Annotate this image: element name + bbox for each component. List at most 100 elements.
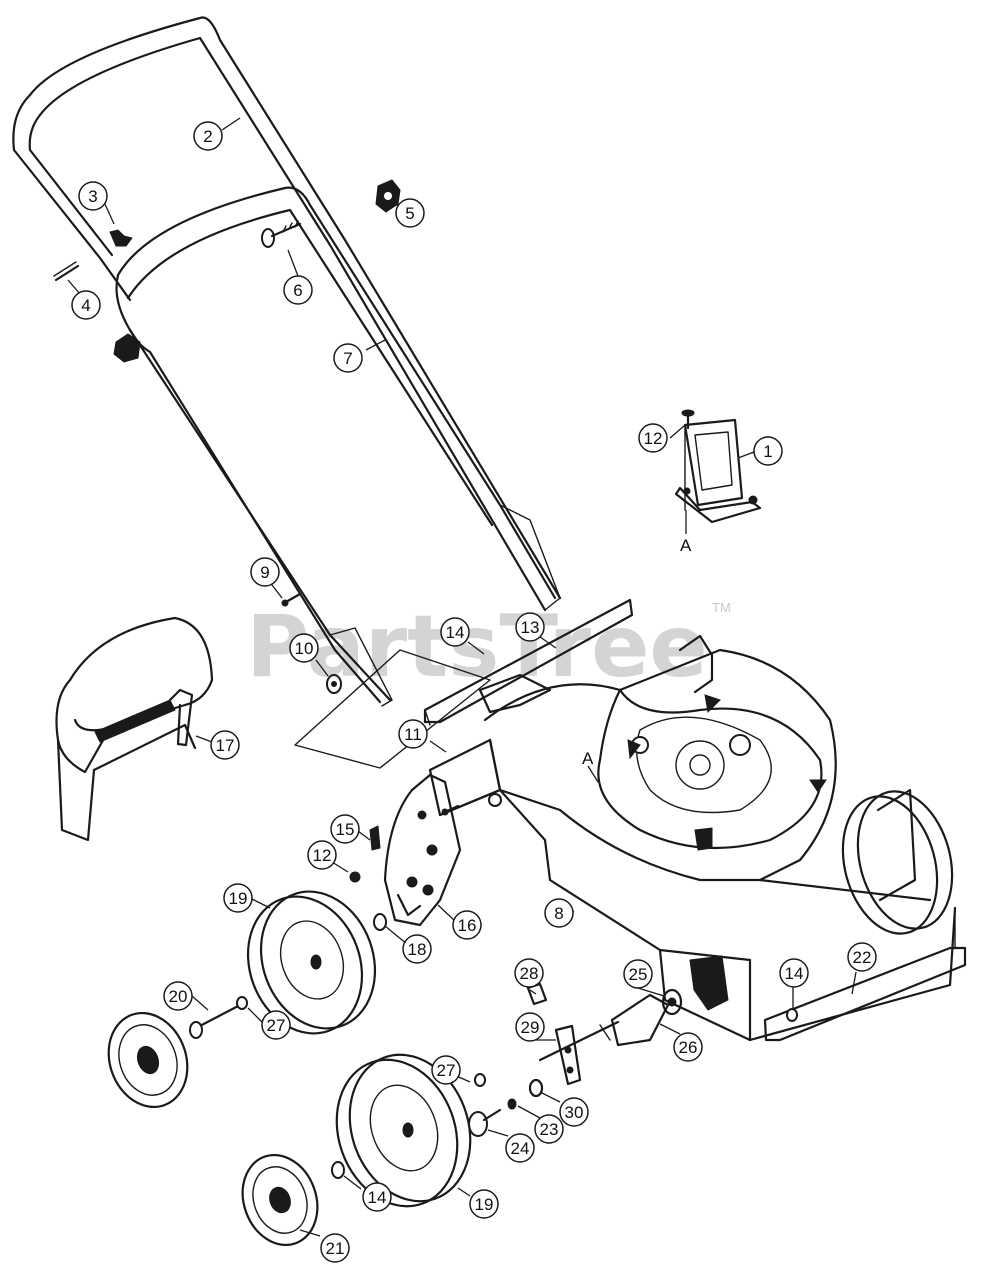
reference-letter-bracket: A bbox=[680, 536, 692, 555]
callout-14: 14 bbox=[440, 617, 470, 647]
callout-21-label: 21 bbox=[326, 1239, 345, 1258]
handle-knob-icon bbox=[375, 179, 401, 213]
watermark-trademark: TM bbox=[712, 600, 731, 615]
callout-26-label: 26 bbox=[679, 1038, 698, 1057]
callout-17-label: 17 bbox=[216, 736, 235, 755]
height-adjuster-icon bbox=[383, 773, 462, 927]
callout-20: 20 bbox=[163, 981, 193, 1011]
callout-24: 24 bbox=[505, 1133, 535, 1163]
callout-9-label: 9 bbox=[260, 563, 269, 582]
callout-2: 2 bbox=[193, 121, 223, 151]
rear-bar-icon bbox=[763, 907, 967, 1042]
callout-21: 21 bbox=[320, 1233, 350, 1263]
reference-letter-deck: A bbox=[582, 749, 594, 768]
hub-cap-icon bbox=[107, 1011, 189, 1109]
carriage-bolt-icon bbox=[261, 220, 302, 248]
callout-17: 17 bbox=[210, 730, 240, 760]
callout-15: 15 bbox=[330, 814, 360, 844]
hairpin-icon bbox=[53, 261, 80, 282]
callout-1-label: 1 bbox=[763, 442, 772, 461]
callout-14-label: 14 bbox=[785, 964, 804, 983]
front-hub-cap-icon bbox=[241, 1153, 319, 1247]
callout-24-label: 24 bbox=[511, 1139, 530, 1158]
callout-27-label: 27 bbox=[267, 1016, 286, 1035]
callout-16: 16 bbox=[452, 910, 482, 940]
callout-28-label: 28 bbox=[520, 964, 539, 983]
assembly-outline bbox=[294, 649, 491, 769]
side-knob-icon bbox=[113, 333, 141, 363]
callout-19-label: 19 bbox=[229, 889, 248, 908]
callout-30: 30 bbox=[559, 1097, 589, 1127]
lever-nut-icon bbox=[507, 1098, 517, 1110]
wing-nut-icon bbox=[109, 229, 133, 247]
upper-handle bbox=[12, 16, 562, 612]
front-wheel-icon bbox=[335, 1053, 472, 1208]
callout-7: 7 bbox=[333, 343, 363, 373]
callout-27: 27 bbox=[431, 1055, 461, 1085]
axle-bracket-icon bbox=[538, 993, 670, 1062]
callout-7-label: 7 bbox=[343, 349, 352, 368]
callout-9: 9 bbox=[250, 557, 280, 587]
callout-14-label: 14 bbox=[446, 623, 465, 642]
adjuster-screw-icon bbox=[441, 804, 460, 816]
callout-29: 29 bbox=[515, 1012, 545, 1042]
callout-16-label: 16 bbox=[458, 916, 477, 935]
callout-20-label: 20 bbox=[169, 987, 188, 1006]
callout-8: 8 bbox=[544, 898, 574, 928]
adjuster-nut-icon bbox=[349, 871, 361, 883]
callouts: 1 2 3 4 5 6 7 8 9 10 11 12 12 13 14 14 1… bbox=[71, 121, 877, 1263]
callout-25: 25 bbox=[623, 959, 653, 989]
callout-5: 5 bbox=[395, 198, 425, 228]
callout-22-label: 22 bbox=[853, 948, 872, 967]
wheel-icon bbox=[246, 890, 377, 1035]
axle-washer-icon bbox=[661, 988, 683, 1016]
handle-nut-icon bbox=[326, 674, 342, 694]
callout-10-label: 10 bbox=[295, 639, 314, 658]
callout-12-label: 12 bbox=[313, 846, 332, 865]
callout-15-label: 15 bbox=[336, 820, 355, 839]
reference-leader-deck bbox=[587, 765, 599, 783]
callout-18-label: 18 bbox=[408, 940, 427, 959]
callout-12: 12 bbox=[307, 840, 337, 870]
callout-11-label: 11 bbox=[404, 725, 422, 744]
callout-12-label: 12 bbox=[644, 429, 663, 448]
callout-14: 14 bbox=[362, 1182, 392, 1212]
callout-6: 6 bbox=[283, 275, 313, 305]
callout-29-label: 29 bbox=[521, 1018, 540, 1037]
callout-19: 19 bbox=[223, 883, 253, 913]
callout-14-label: 14 bbox=[368, 1188, 387, 1207]
washer-icon bbox=[373, 913, 387, 931]
callout-12: 12 bbox=[638, 423, 668, 453]
callout-8-label: 8 bbox=[554, 904, 563, 923]
spring-icon bbox=[369, 825, 381, 851]
callout-27: 27 bbox=[261, 1010, 291, 1040]
wheel-bolt-icon bbox=[189, 1002, 244, 1039]
callout-25-label: 25 bbox=[629, 965, 648, 984]
callout-30-label: 30 bbox=[565, 1103, 584, 1122]
lower-handle bbox=[115, 186, 561, 707]
bolt-icon bbox=[281, 592, 302, 607]
callout-19-label: 19 bbox=[475, 1195, 494, 1214]
screw-icon bbox=[681, 409, 695, 430]
lever-washer-icon bbox=[528, 1078, 544, 1098]
callout-13-label: 13 bbox=[521, 618, 540, 637]
callout-2-label: 2 bbox=[203, 127, 212, 146]
rear-wheel-icon bbox=[841, 788, 954, 935]
bracket-icon bbox=[674, 418, 762, 524]
callout-13: 13 bbox=[515, 612, 545, 642]
callout-22: 22 bbox=[847, 942, 877, 972]
callout-3-label: 3 bbox=[88, 187, 97, 206]
grass-bag-icon bbox=[55, 616, 214, 842]
hinge-bar-icon bbox=[423, 598, 634, 726]
wheel-nut-icon bbox=[331, 1161, 345, 1179]
callout-23-label: 23 bbox=[540, 1120, 559, 1139]
callout-27-label: 27 bbox=[437, 1061, 456, 1080]
callout-23: 23 bbox=[534, 1114, 564, 1144]
rear-bar-nut-icon bbox=[786, 1008, 798, 1022]
callout-5-label: 5 bbox=[405, 204, 414, 223]
callout-4-label: 4 bbox=[81, 296, 90, 315]
mower-deck-icon bbox=[428, 634, 957, 1042]
callout-10: 10 bbox=[289, 633, 319, 663]
